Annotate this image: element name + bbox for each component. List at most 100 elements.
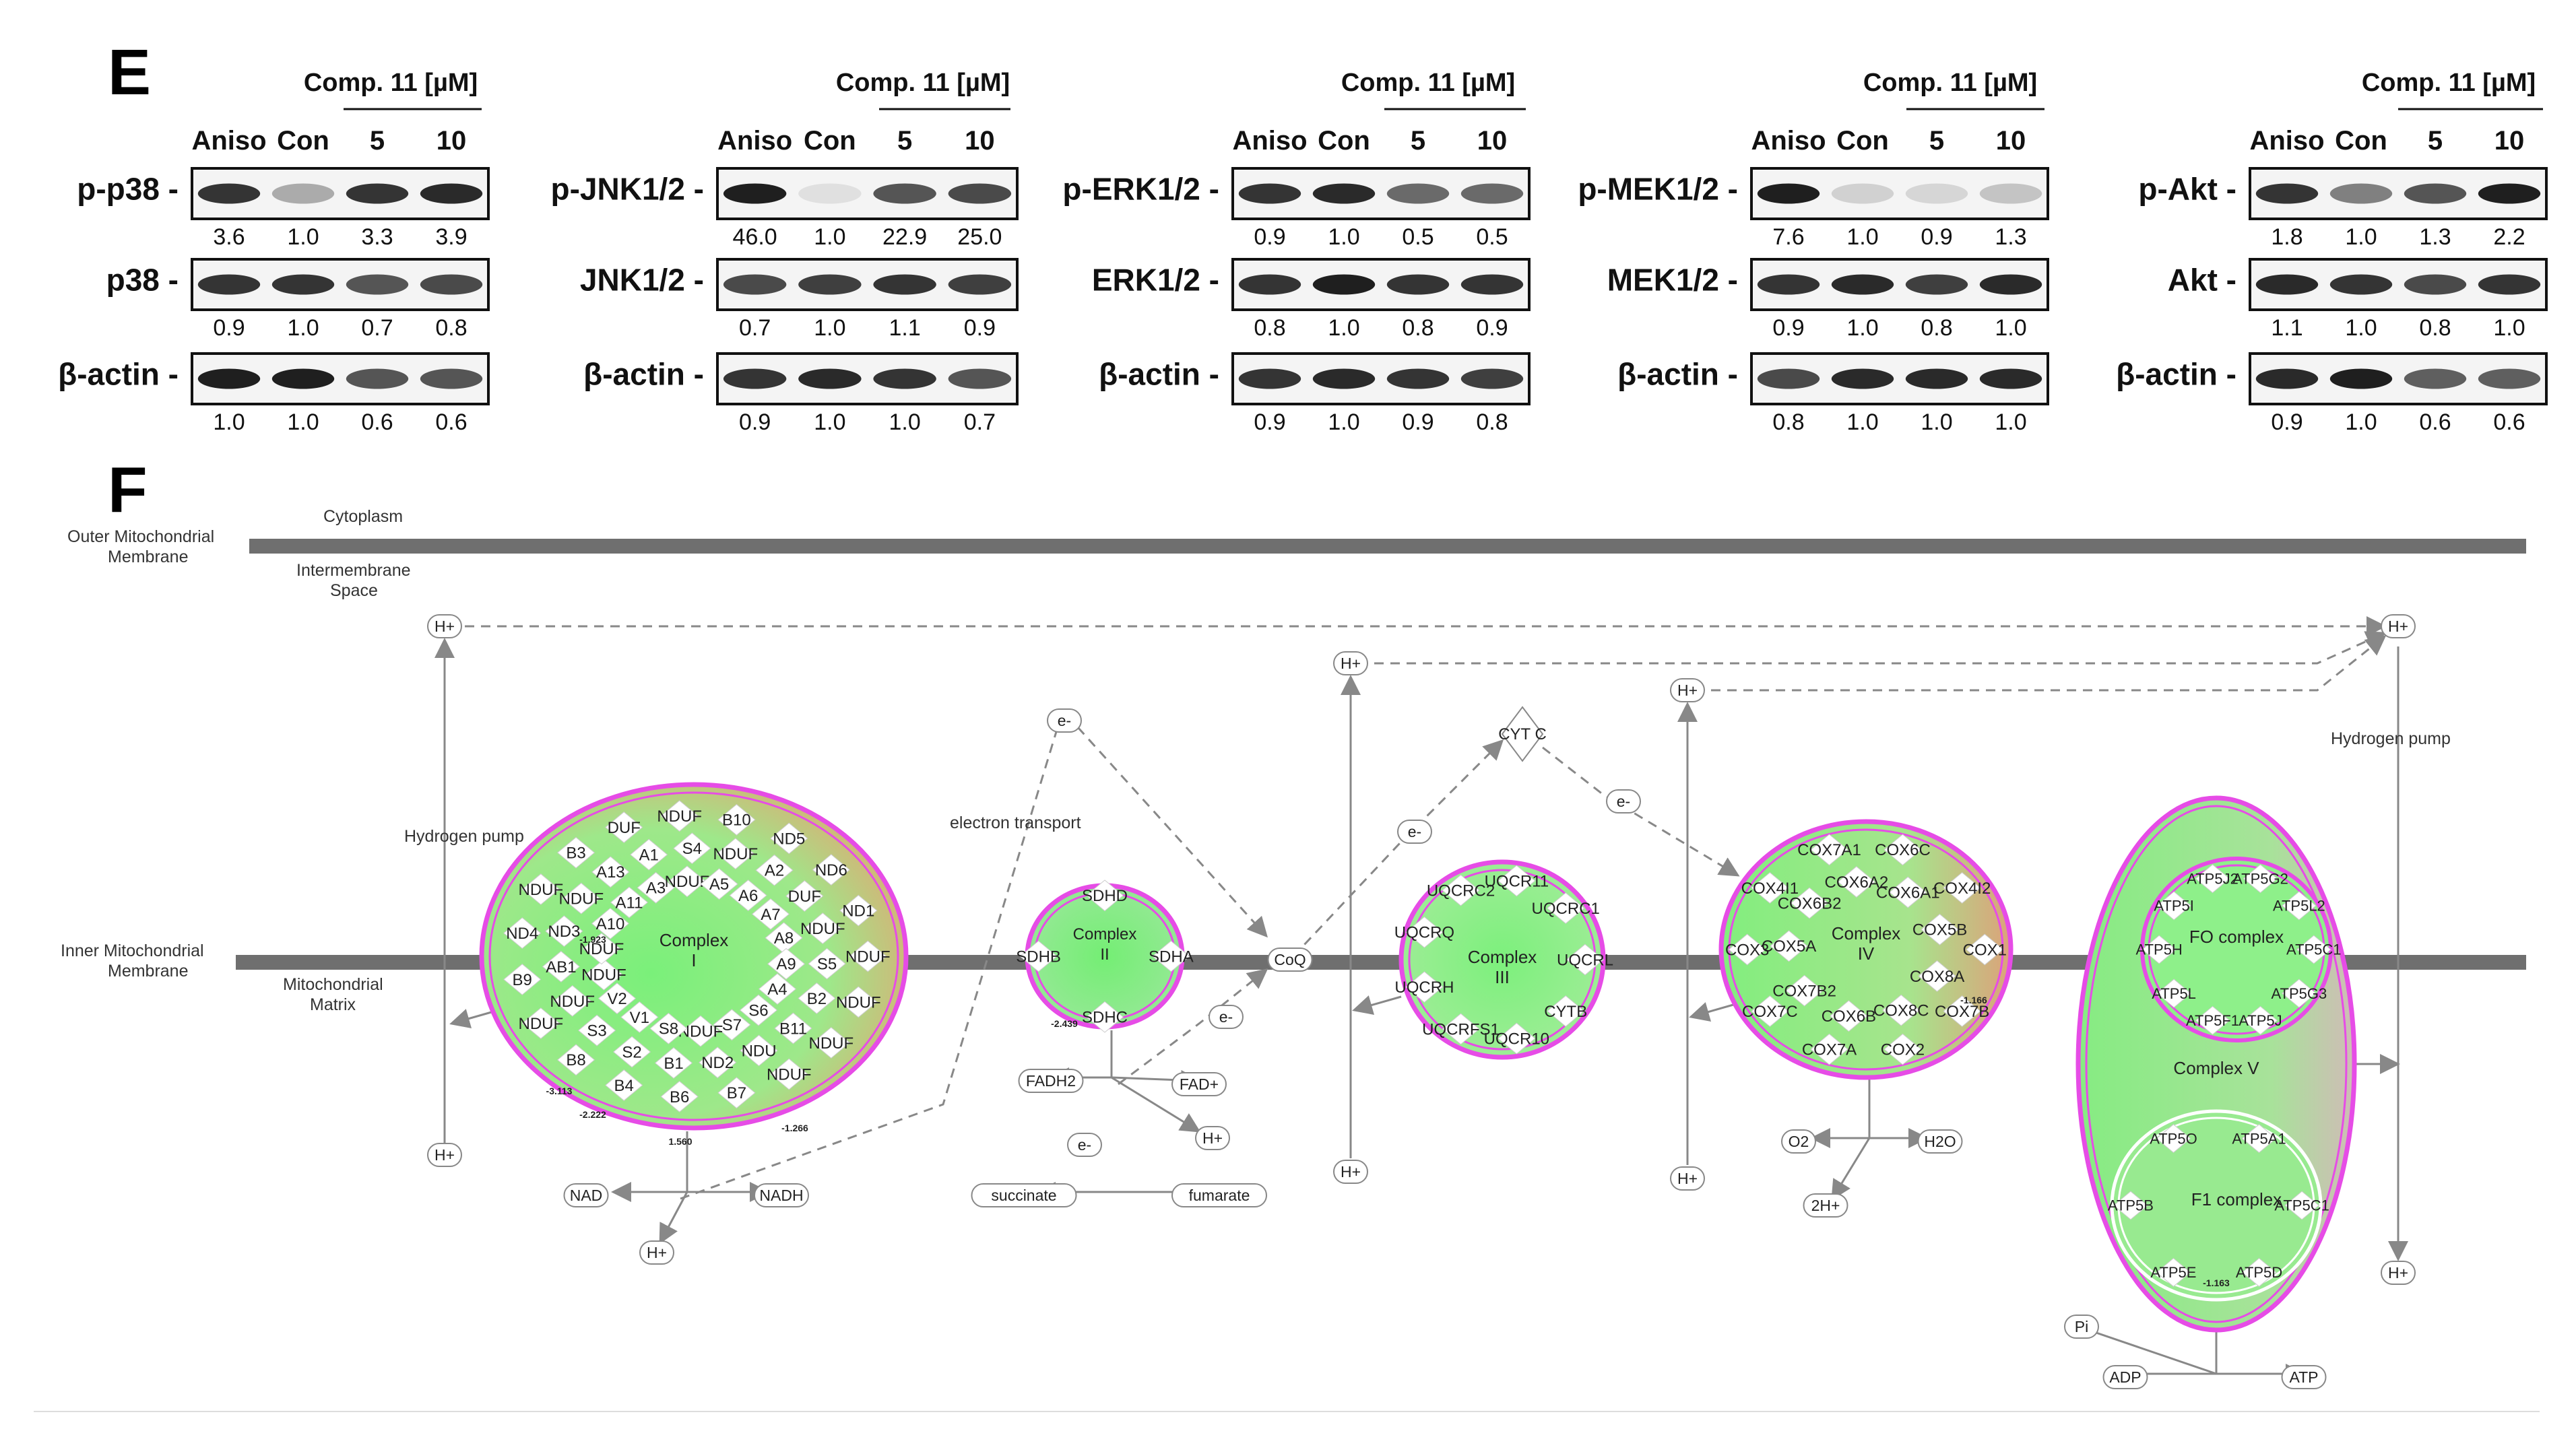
gene-nodes: NDUFNDUFNDUFNDUFB7B6B4B8NDUFB9ND4NDUFB3D… bbox=[503, 800, 2342, 1288]
densitometry-value: 0.8 bbox=[435, 315, 467, 341]
coq-node bbox=[1267, 948, 1313, 972]
complex-iv-gene-diamond bbox=[1966, 933, 2004, 966]
complex-iii-title: Complex bbox=[1468, 947, 1537, 967]
fo-complex-gene-label: ATP5G2 bbox=[2232, 870, 2288, 887]
h-plus-8-label: H+ bbox=[2388, 1264, 2408, 1282]
densitometry-value: 0.8 bbox=[1772, 409, 1804, 435]
band-mark bbox=[2404, 368, 2467, 389]
fold-change-label: -1.163 bbox=[2203, 1277, 2230, 1288]
complex-i-gene-diamond bbox=[521, 1007, 560, 1039]
e-minus-2-label: e- bbox=[1408, 823, 1421, 840]
band-mark bbox=[420, 368, 483, 389]
densitometry-value: 1.3 bbox=[1995, 224, 2026, 250]
complex-i-gene-label: NDUF bbox=[845, 948, 891, 966]
complex-i-gene-label: V1 bbox=[630, 1009, 649, 1027]
h-plus-1-label: H+ bbox=[434, 618, 455, 635]
band-mark bbox=[2478, 274, 2541, 295]
lane-label: 5 bbox=[1929, 126, 1944, 156]
fo-complex-gene-label: ATP5C1 bbox=[2286, 941, 2342, 958]
densitometry-value: 1.0 bbox=[213, 409, 245, 435]
band-label: β-actin - bbox=[58, 357, 179, 392]
treatment-label: Comp. 11 [µM] bbox=[304, 69, 478, 97]
complex-iii-gene-diamond bbox=[1405, 971, 1444, 1003]
hydrogen-pump-label-2: Hydrogen pump bbox=[2331, 729, 2451, 748]
h-plus-4-label: H+ bbox=[1341, 1163, 1361, 1181]
band-mark bbox=[1979, 274, 2042, 295]
fo-complex-gene-diamond bbox=[2195, 864, 2230, 894]
lane-label: 10 bbox=[2494, 126, 2525, 156]
band-mark bbox=[948, 274, 1012, 295]
fad-label: FAD+ bbox=[1180, 1075, 1219, 1093]
complex-i-gene-diamond bbox=[542, 950, 581, 983]
complex-i-gene-label: DUF bbox=[788, 888, 821, 906]
complex-i-gene-diamond bbox=[804, 912, 842, 945]
complex-iv-gene-diamond bbox=[1837, 866, 1876, 898]
f1-complex-gene-diamond bbox=[2156, 1124, 2191, 1154]
coq-label: CoQ bbox=[1274, 951, 1306, 968]
complex-i-gene-label: NDUF bbox=[836, 993, 881, 1011]
fadh2-label: FADH2 bbox=[1026, 1072, 1076, 1090]
cytoplasm-label: Cytoplasm bbox=[323, 507, 403, 526]
band-mark bbox=[948, 368, 1012, 389]
complex-ii-gene-diamond bbox=[1152, 940, 1190, 972]
e-minus-3-node bbox=[1606, 789, 1641, 813]
band-mark bbox=[1831, 368, 1894, 389]
nad-label: NAD bbox=[570, 1187, 603, 1204]
e-minus-5-node bbox=[1067, 1133, 1102, 1157]
h2o-node bbox=[1917, 1129, 1963, 1154]
band-mark bbox=[197, 274, 261, 295]
treatment-label: Comp. 11 [µM] bbox=[2362, 69, 2536, 97]
band-mark bbox=[1757, 183, 1820, 204]
complex-i-gene-diamond bbox=[716, 838, 754, 870]
complex-iii-gene-diamond bbox=[1442, 874, 1480, 906]
densitometry-value: 0.9 bbox=[1254, 409, 1285, 435]
fad-node bbox=[1171, 1072, 1227, 1096]
complex-i-gene-label: ND6 bbox=[815, 861, 847, 879]
h-plus-9-node bbox=[639, 1240, 674, 1265]
complex-i-gene-diamond bbox=[545, 915, 583, 948]
complex-i-gene-label: B4 bbox=[614, 1077, 634, 1095]
f1-complex-gene-diamond bbox=[2113, 1191, 2148, 1220]
complex-i-gene-diamond bbox=[610, 886, 649, 919]
complex-v-title: Complex V bbox=[2173, 1058, 2259, 1078]
complex-iv-gene-diamond bbox=[1785, 974, 1824, 1007]
band-mark bbox=[873, 368, 936, 389]
complex-i-gene-diamond bbox=[605, 811, 643, 843]
fumarate-node bbox=[1171, 1183, 1267, 1207]
band-mark bbox=[723, 368, 787, 389]
complex-i-gene-diamond bbox=[713, 1009, 751, 1041]
proton-flow-arrows bbox=[465, 616, 2387, 1200]
complex-iv-gene-label: COX5B bbox=[1912, 921, 1967, 939]
complex-i-gene-label: NDUF bbox=[581, 966, 626, 985]
h-plus-7-label: H+ bbox=[2388, 618, 2408, 635]
complex-iv-gene-label: COX8C bbox=[1873, 1002, 1929, 1020]
complex-i-gene-label: NDUF bbox=[809, 1034, 854, 1053]
band-mark bbox=[1238, 274, 1301, 295]
densitometry-value: 1.0 bbox=[814, 409, 845, 435]
complex-iv-gene-label: COX5A bbox=[1762, 937, 1816, 956]
cytc-node bbox=[1501, 706, 1544, 762]
complex-i-gene-diamond bbox=[839, 986, 878, 1018]
h-plus-5-node bbox=[1670, 678, 1705, 702]
adp-node bbox=[2102, 1365, 2148, 1389]
f1-complex bbox=[2110, 1109, 2323, 1302]
complex-i-gene-diamond bbox=[798, 982, 836, 1014]
complex-iii-gene-label: UQCRC2 bbox=[1427, 882, 1495, 900]
complex-iii-gene-label: CYTB bbox=[1544, 1003, 1587, 1021]
complex-iv-gene-diamond bbox=[1810, 834, 1848, 866]
complex-iv-gene-diamond bbox=[1883, 834, 1922, 866]
complex-i-gene-diamond bbox=[598, 983, 637, 1015]
densitometry-value: 3.9 bbox=[435, 224, 467, 250]
complex-iv bbox=[1718, 819, 2014, 1080]
band-mark bbox=[1312, 368, 1376, 389]
fo-complex-gene-diamond bbox=[2243, 1005, 2278, 1035]
lane-label: Con bbox=[277, 126, 329, 156]
complex-i-gene-label: NDUF bbox=[800, 920, 845, 938]
band-mark bbox=[271, 368, 335, 389]
fo-complex-gene-label: ATP5G3 bbox=[2272, 985, 2327, 1002]
complex-i-gene-diamond bbox=[591, 907, 630, 939]
complex-i-gene-label: NDUF bbox=[678, 1023, 723, 1041]
complex-iv-gene-label: COX6A2 bbox=[1825, 873, 1889, 892]
complex-ii-gene-label: SDHC bbox=[1082, 1009, 1128, 1027]
pi-label: Pi bbox=[2075, 1318, 2088, 1335]
